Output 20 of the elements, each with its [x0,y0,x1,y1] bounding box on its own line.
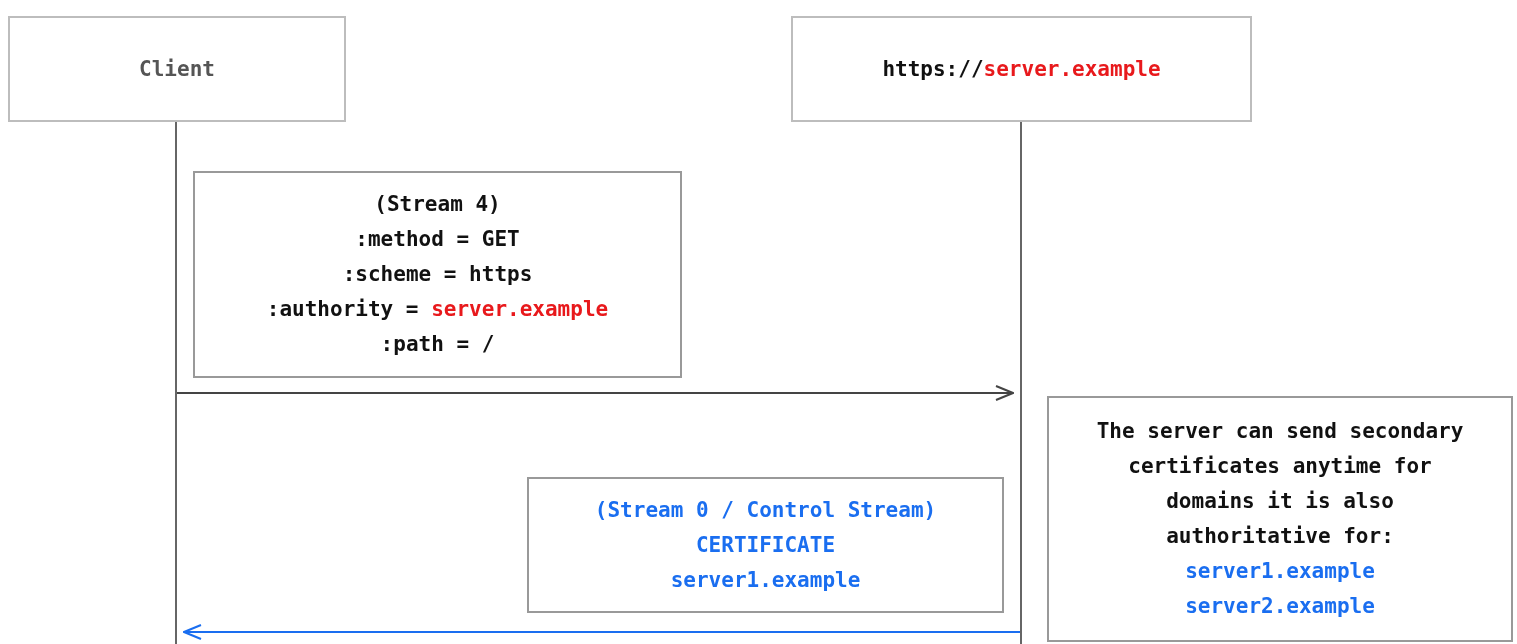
message-arrow [176,385,1014,401]
text-line: CERTIFICATE [695,531,836,559]
text-line: server1.example [1185,558,1375,585]
text-line: server.example [983,56,1161,81]
text-line: :path = / [380,331,495,358]
note-box [1047,396,1513,642]
text-line: (Stream 4) [374,191,501,218]
text-line: :method = GET [355,226,520,253]
text-line: :scheme = https [342,261,533,288]
message-box [527,477,1004,613]
text-line: server.example [431,297,609,321]
text-line: https:// [882,56,984,81]
text-line: The server can send secondary certificates anytime for domains it is also authoritative for: [1095,418,1465,550]
message-box [193,171,682,378]
text-line: :authority = [266,297,419,321]
text-line: (Stream 0 / Control Stream) [594,496,937,524]
message-arrow [183,624,1021,640]
text-line: Client [139,55,215,83]
text-line: server2.example [1185,593,1375,620]
text-line: server1.example [670,566,861,594]
